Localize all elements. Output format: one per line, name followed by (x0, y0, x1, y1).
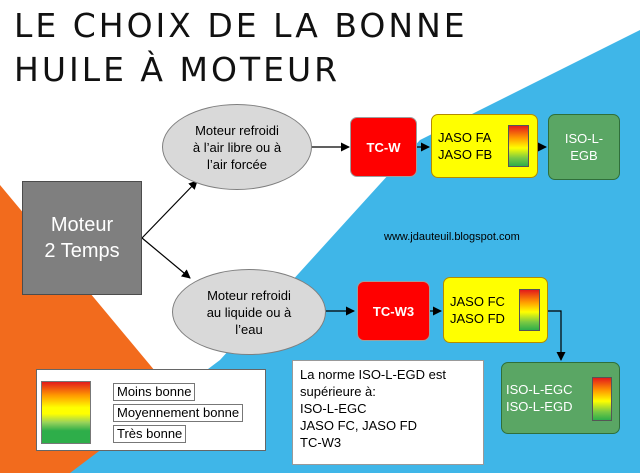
jaso-fc-fd-box: JASO FC JASO FD (443, 277, 548, 343)
legend-label-moyennement-bonne: Moyennement bonne (113, 404, 244, 422)
legend-label-moins-bonne: Moins bonne (113, 383, 196, 401)
air-cooled-ellipse: Moteur refroidi à l’air libre ou à l’air… (162, 104, 312, 190)
title-line-2: HUILE À MOTEUR (14, 50, 341, 89)
moteur-2-temps-box: Moteur 2 Temps (22, 181, 142, 295)
iso-l-egd-note: La norme ISO-L-EGD est supérieure à: ISO… (292, 360, 484, 465)
arrow-moteur-to-air (141, 180, 198, 239)
iso-l-egb-box: ISO-L- EGB (548, 114, 620, 180)
jaso-fa-fb-label: JASO FA JASO FB (438, 130, 493, 162)
tc-w-box: TC-W (350, 117, 417, 177)
blog-url: www.jdauteuil.blogspot.com (384, 231, 520, 243)
arrow-jaso-fc-fd-to-iso-egc-egd (548, 310, 566, 361)
jaso-fc-fd-label: JASO FC JASO FD (450, 294, 505, 326)
legend-label-tres-bonne: Très bonne (113, 425, 187, 443)
arrow-moteur-to-liquid (141, 237, 191, 279)
title-line-1: LE CHOIX DE LA BONNE (14, 6, 468, 45)
jaso-fa-fb-box: JASO FA JASO FB (431, 114, 538, 178)
legend: Moins bonne Moyennement bonne Très bonne (36, 369, 266, 451)
iso-l-egc-egd-box: ISO-L-EGC ISO-L-EGD (501, 362, 620, 434)
quality-gradient-bar (519, 289, 540, 331)
quality-gradient-bar (592, 377, 612, 421)
iso-l-egc-egd-label: ISO-L-EGC ISO-L-EGD (506, 382, 573, 414)
tc-w3-box: TC-W3 (357, 281, 430, 341)
liquid-cooled-ellipse: Moteur refroidi au liquide ou à l’eau (172, 269, 326, 355)
legend-swatch-column (41, 381, 91, 444)
quality-gradient-bar (508, 125, 529, 167)
